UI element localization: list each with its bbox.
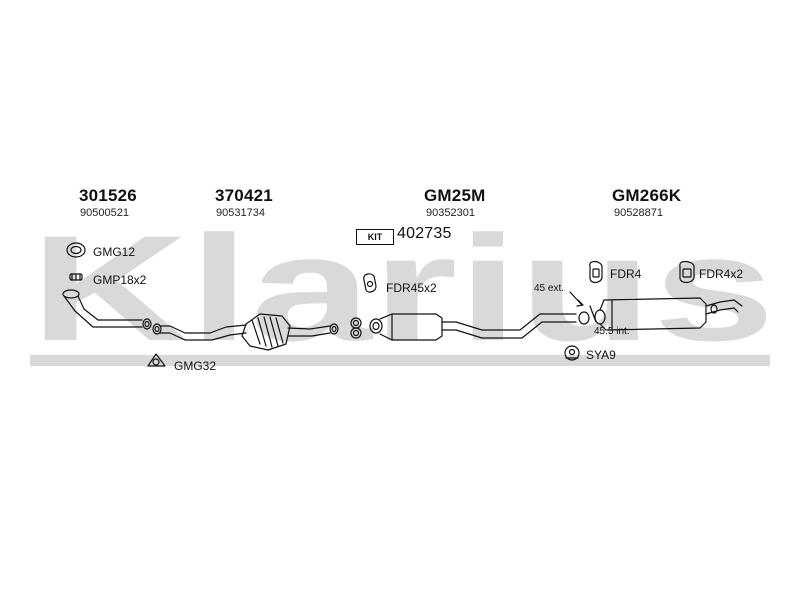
part-ref-1: 90500521 (80, 207, 129, 219)
fitting-gmg32-label: GMG32 (174, 359, 217, 373)
hanger-fdr4x2-icon (679, 260, 695, 284)
clamp-sya9-icon (564, 345, 580, 361)
triangle-gasket-icon (147, 353, 166, 367)
kit-badge: KIT (356, 229, 394, 245)
centre-silencer (369, 313, 577, 341)
rubber-hanger-icon (363, 273, 377, 293)
part-ref-4: 90528871 (614, 207, 663, 219)
fitting-gmg12-label: GMG12 (93, 245, 136, 259)
watermark-text: Klarius (30, 204, 775, 372)
part-ref-3: 90352301 (426, 207, 475, 219)
dimension-ext: 45 ext. (534, 283, 565, 294)
gasket-ring-icon (66, 242, 86, 258)
part-number-3: GM25M (424, 186, 486, 205)
grey-band (30, 355, 770, 366)
kit-number: 402735 (397, 225, 452, 242)
hanger-fdr4-icon (589, 260, 603, 284)
part-ref-2: 90531734 (216, 207, 265, 219)
dimension-int: 45.5 int. (594, 326, 630, 337)
fitting-fdr45-label: FDR45x2 (386, 281, 437, 295)
fitting-gmp18-label: GMP18x2 (93, 273, 147, 287)
front-pipe (62, 289, 152, 330)
fitting-fdr4-label: FDR4 (610, 267, 642, 281)
part-number-4: GM266K (612, 186, 682, 205)
part-number-1: 301526 (79, 186, 137, 205)
dimension-markers (569, 291, 597, 323)
fitting-fdr4x2-label: FDR4x2 (699, 267, 744, 281)
rear-silencer (578, 297, 743, 331)
catalytic-converter (152, 313, 339, 351)
part-number-2: 370421 (215, 186, 273, 205)
fitting-sya9-label: SYA9 (586, 348, 616, 362)
clip-icon (69, 273, 83, 281)
pipe-clamp-icon (350, 317, 362, 339)
